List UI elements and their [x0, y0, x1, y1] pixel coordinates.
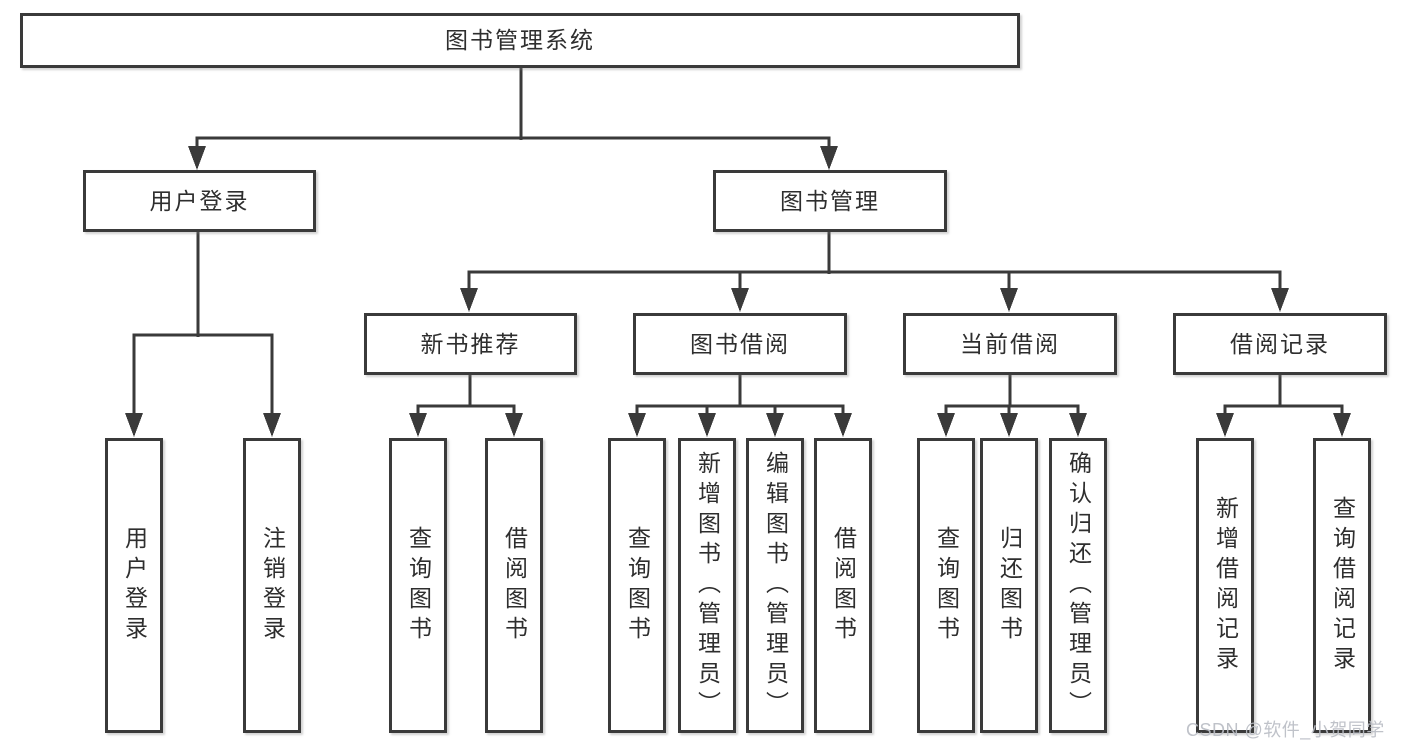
leaf-label: 注销登录 — [259, 525, 286, 646]
leaf-add-books-admin: 新增图书（管理员） — [678, 438, 736, 733]
node-label: 图书管理系统 — [445, 27, 595, 53]
node-book-borrowing: 图书借阅 — [633, 313, 847, 375]
leaf-label: 查询图书 — [933, 525, 960, 646]
leaf-label: 查询借阅记录 — [1329, 495, 1356, 676]
csdn-watermark: CSDN @软件_小贺同学 — [1186, 720, 1385, 740]
leaf-borrow-books-recommend: 借阅图书 — [485, 438, 543, 733]
leaf-label: 新增借阅记录 — [1212, 495, 1239, 676]
leaf-label: 编辑图书（管理员） — [762, 450, 789, 721]
node-label: 图书管理 — [780, 187, 880, 214]
leaf-logout: 注销登录 — [243, 438, 301, 733]
leaf-query-books-current: 查询图书 — [917, 438, 975, 733]
node-new-book-recommend: 新书推荐 — [364, 313, 577, 375]
node-label: 借阅记录 — [1230, 330, 1330, 357]
leaf-label: 确认归还（管理员） — [1065, 450, 1092, 721]
leaf-user-login: 用户登录 — [105, 438, 163, 733]
node-book-management-branch: 图书管理 — [713, 170, 947, 232]
node-label: 用户登录 — [149, 187, 250, 214]
leaf-query-books-recommend: 查询图书 — [389, 438, 447, 733]
node-user-login-branch: 用户登录 — [83, 170, 316, 232]
node-label: 新书推荐 — [420, 330, 521, 357]
node-label: 当前借阅 — [960, 330, 1060, 357]
leaf-borrow-books: 借阅图书 — [814, 438, 872, 733]
leaf-label: 查询图书 — [624, 525, 651, 646]
leaf-edit-books-admin: 编辑图书（管理员） — [746, 438, 804, 733]
leaf-label: 借阅图书 — [501, 525, 528, 646]
leaf-confirm-return-admin: 确认归还（管理员） — [1049, 438, 1107, 733]
leaf-label: 查询图书 — [405, 525, 432, 646]
node-borrowing-records: 借阅记录 — [1173, 313, 1387, 375]
node-root-library-system: 图书管理系统 — [20, 13, 1020, 68]
leaf-label: 借阅图书 — [830, 525, 857, 646]
leaf-query-borrow-record: 查询借阅记录 — [1313, 438, 1371, 733]
leaf-label: 归还图书 — [996, 525, 1023, 646]
node-current-borrowing: 当前借阅 — [903, 313, 1117, 375]
leaf-query-books-borrowing: 查询图书 — [608, 438, 666, 733]
leaf-add-borrow-record: 新增借阅记录 — [1196, 438, 1254, 733]
leaf-label: 用户登录 — [121, 525, 148, 646]
leaf-return-books: 归还图书 — [980, 438, 1038, 733]
node-label: 图书借阅 — [690, 330, 790, 357]
leaf-label: 新增图书（管理员） — [694, 450, 721, 721]
